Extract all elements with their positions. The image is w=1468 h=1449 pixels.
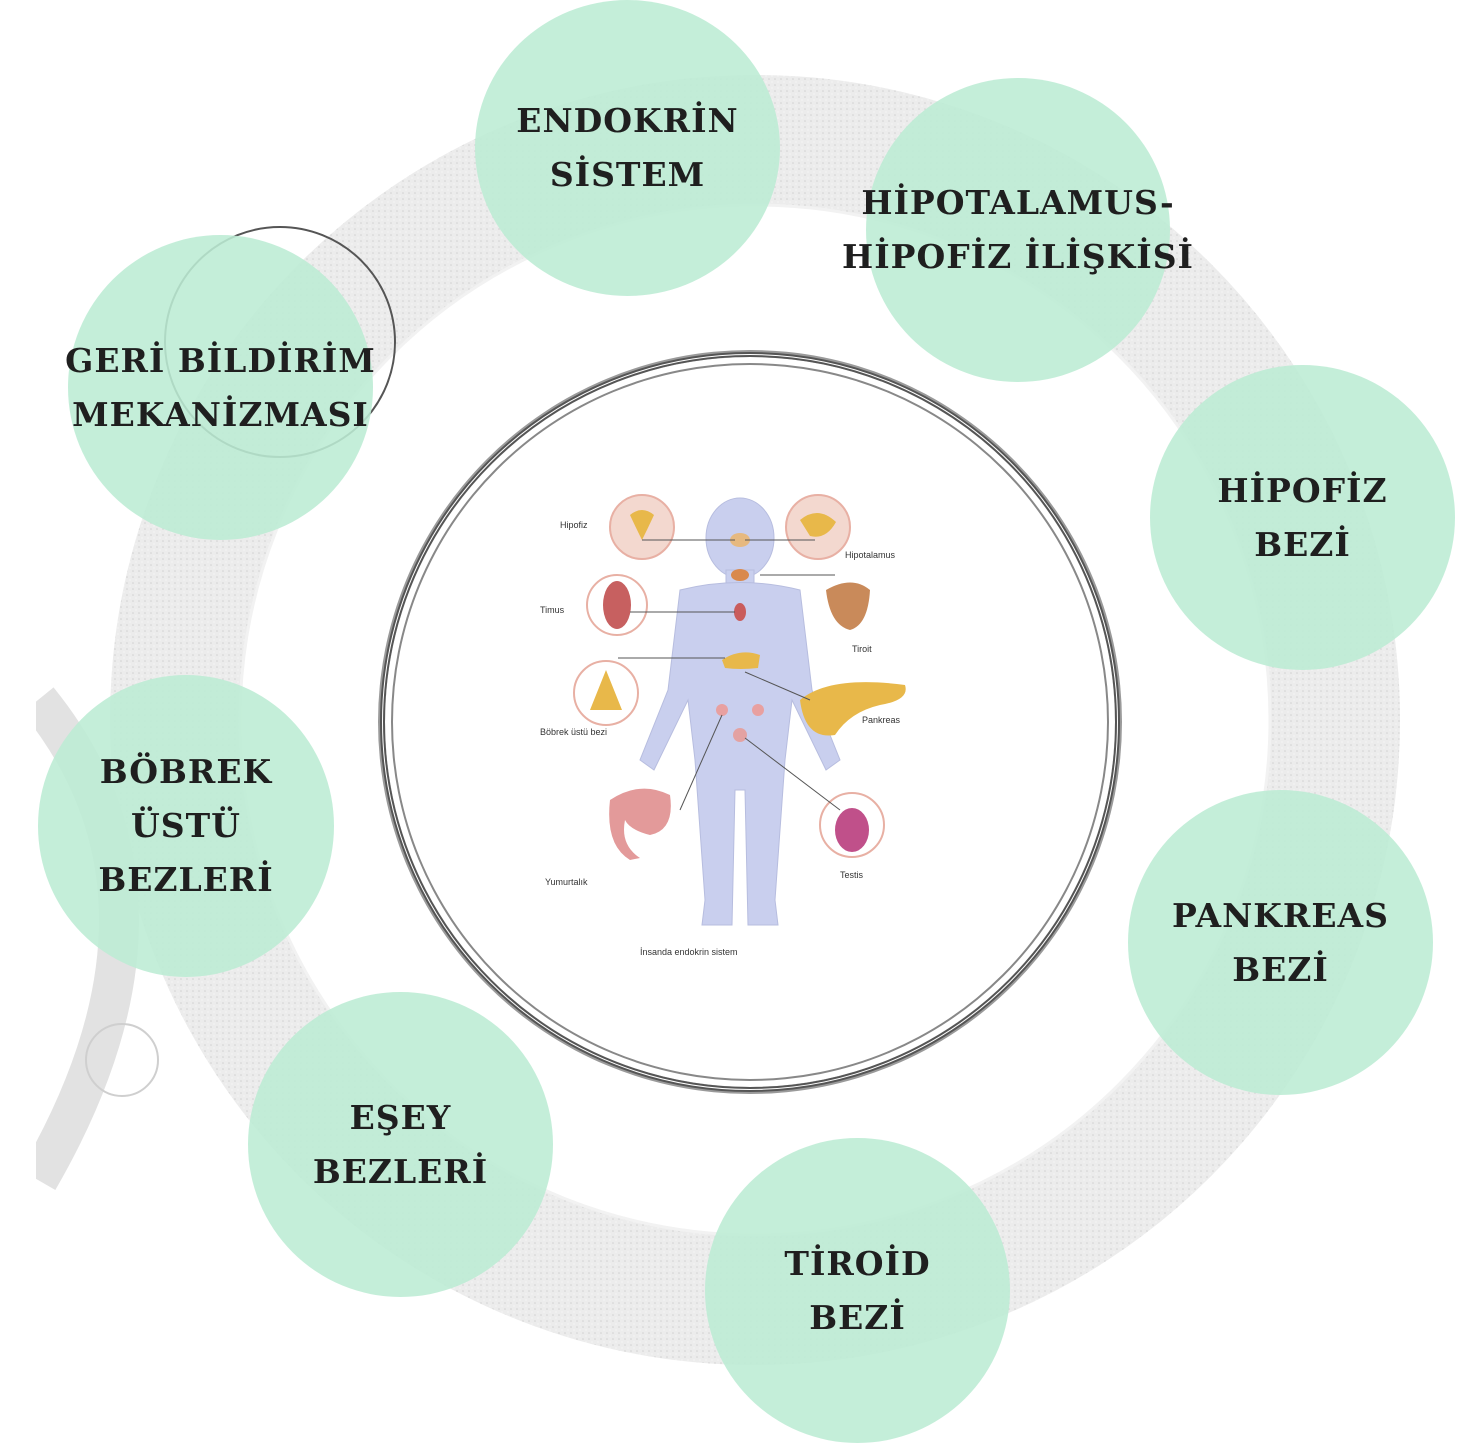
- node-line: HİPOFİZ: [1217, 464, 1387, 518]
- node-line: BEZİ: [784, 1291, 930, 1345]
- figure-caption: İnsanda endokrin sistem: [640, 947, 738, 957]
- node-bobrek-ustu-bezleri[interactable]: BÖBREK ÜSTÜ BEZLERİ: [38, 675, 334, 977]
- node-hipotalamus-hipofiz[interactable]: HİPOTALAMUS- HİPOFİZ İLİŞKİSİ: [866, 78, 1170, 382]
- node-line: BEZİ: [1172, 943, 1389, 997]
- node-line: BÖBREK: [98, 745, 273, 799]
- node-pankreas-bezi[interactable]: PANKREAS BEZİ: [1128, 790, 1433, 1095]
- node-line: BEZİ: [1217, 518, 1387, 572]
- inset-ovary: [609, 789, 671, 860]
- node-line: HİPOFİZ İLİŞKİSİ: [842, 230, 1194, 284]
- node-line: ENDOKRİN: [516, 94, 738, 148]
- node-label: PANKREAS BEZİ: [1172, 889, 1389, 997]
- node-label: TİROİD BEZİ: [784, 1237, 930, 1345]
- inset-thyroid: [826, 583, 870, 631]
- node-geri-bildirim[interactable]: GERİ BİLDİRİM MEKANİZMASI: [68, 235, 373, 540]
- organ-thyroid-dot: [731, 569, 749, 581]
- label-hipofiz: Hipofiz: [560, 520, 588, 530]
- node-line: BEZLERİ: [313, 1145, 488, 1199]
- label-bobrek-ustu: Böbrek üstü bezi: [540, 727, 607, 737]
- node-tiroid-bezi[interactable]: TİROİD BEZİ: [705, 1138, 1010, 1443]
- label-testis: Testis: [840, 870, 864, 880]
- node-endokrin-sistem[interactable]: ENDOKRİN SİSTEM: [475, 0, 780, 296]
- label-timus: Timus: [540, 605, 565, 615]
- node-line: SİSTEM: [516, 148, 738, 202]
- node-line: MEKANİZMASI: [65, 388, 376, 442]
- node-line: ÜSTÜ: [98, 799, 273, 853]
- organ-gonad-dot: [733, 728, 747, 742]
- node-label: GERİ BİLDİRİM MEKANİZMASI: [65, 334, 376, 442]
- organ-adrenal-left: [716, 704, 728, 716]
- thymus-detail: [603, 581, 631, 629]
- node-label: EŞEY BEZLERİ: [313, 1091, 488, 1199]
- node-hipofiz-bezi[interactable]: HİPOFİZ BEZİ: [1150, 365, 1455, 670]
- label-pankreas: Pankreas: [862, 715, 901, 725]
- label-tiroid: Tiroit: [852, 644, 872, 654]
- node-line: GERİ BİLDİRİM: [65, 334, 376, 388]
- node-line: PANKREAS: [1172, 889, 1389, 943]
- organ-adrenal-right: [752, 704, 764, 716]
- label-yumurtalik: Yumurtalık: [545, 877, 588, 887]
- node-line: EŞEY: [313, 1091, 488, 1145]
- node-label: ENDOKRİN SİSTEM: [516, 94, 738, 202]
- node-line: BEZLERİ: [98, 853, 273, 907]
- node-esey-bezleri[interactable]: EŞEY BEZLERİ: [248, 992, 553, 1297]
- node-line: TİROİD: [784, 1237, 930, 1291]
- node-label: HİPOFİZ BEZİ: [1217, 464, 1387, 572]
- node-line: HİPOTALAMUS-: [842, 176, 1194, 230]
- node-label: HİPOTALAMUS- HİPOFİZ İLİŞKİSİ: [842, 176, 1194, 284]
- inset-pancreas: [800, 682, 906, 735]
- label-hipotalamus: Hipotalamus: [845, 550, 896, 560]
- testis-detail: [835, 808, 869, 852]
- node-label: BÖBREK ÜSTÜ BEZLERİ: [98, 745, 273, 907]
- organ-thymus-dot: [734, 603, 746, 621]
